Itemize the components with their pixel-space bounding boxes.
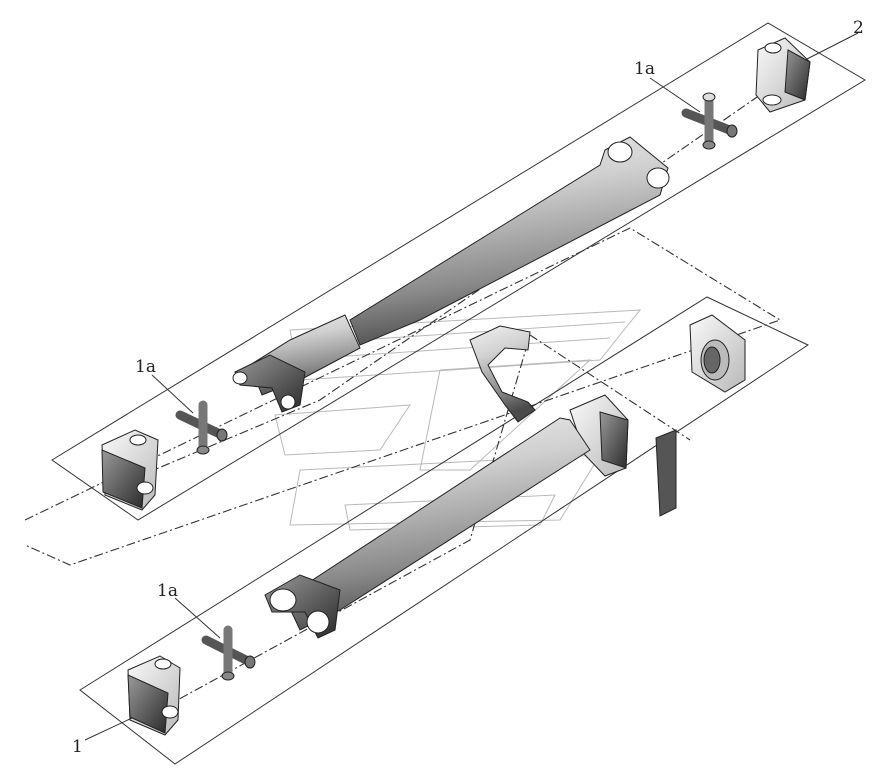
- upper-left-spider: [175, 400, 228, 455]
- callout-label-1a-bottom: 1a: [157, 581, 178, 601]
- lower-flange-end: [569, 394, 629, 477]
- callout-spider-bottom: 1a: [157, 581, 221, 639]
- upper-shaft: [232, 136, 670, 413]
- callout-spider-mid: 1a: [135, 357, 194, 414]
- callout-part-2: 2: [804, 18, 864, 61]
- flange-housing: [689, 314, 746, 393]
- callout-spider-top: 1a: [634, 59, 701, 113]
- upper-shaft-assembly: [101, 37, 811, 511]
- lower-left-bracket: [127, 655, 181, 736]
- lower-spider: [201, 625, 256, 681]
- lower-shaft: [264, 417, 591, 639]
- upper-right-bracket: [755, 37, 811, 113]
- assembly-frame-2: [51, 22, 866, 521]
- lower-shaft-assembly: [127, 394, 629, 736]
- gasket-plate: [655, 429, 677, 517]
- upper-left-bracket: [101, 429, 159, 511]
- centerlines: [24, 64, 809, 716]
- callout-part-1: 1: [72, 717, 133, 757]
- callout-label-1: 1: [72, 737, 83, 757]
- mounting-strap: [469, 325, 536, 423]
- callout-label-1a-mid: 1a: [135, 357, 156, 377]
- assembly-frame-1: [79, 296, 810, 765]
- upper-right-spider: [681, 92, 738, 150]
- callout-label-1a-top: 1a: [634, 59, 655, 79]
- callout-label-2: 2: [853, 18, 864, 38]
